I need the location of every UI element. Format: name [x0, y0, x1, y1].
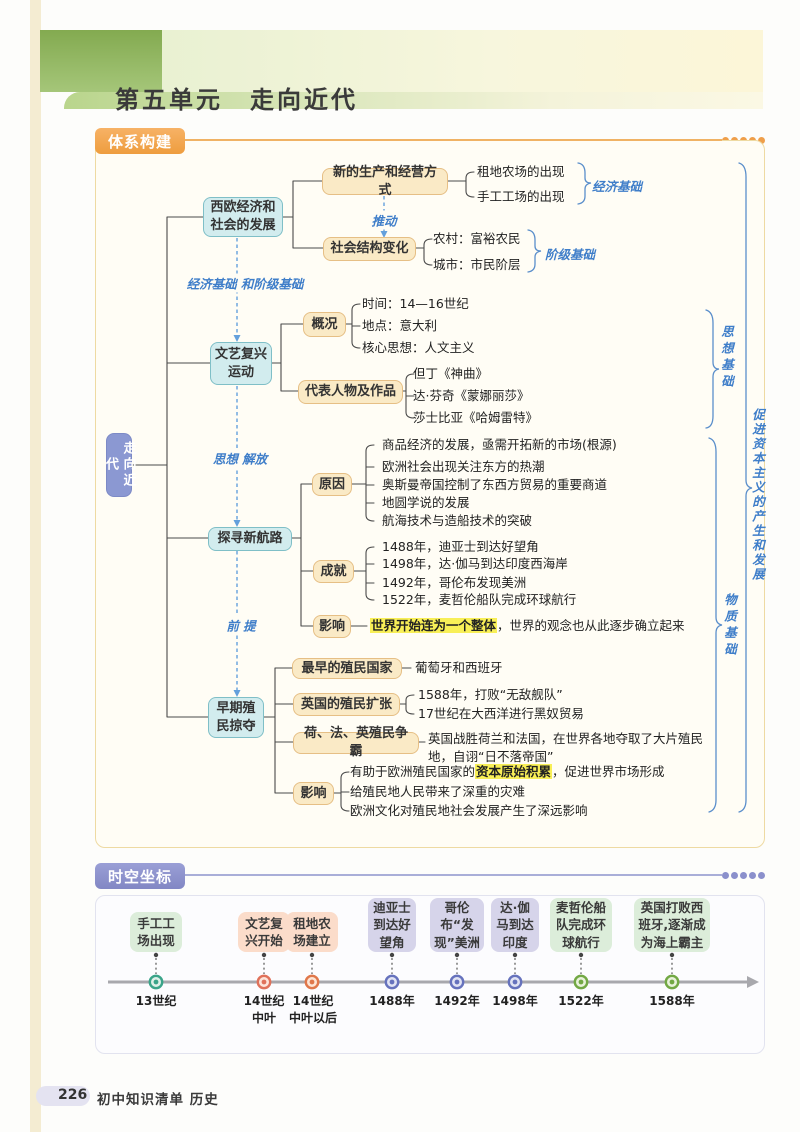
dashed-arrowheads — [233, 231, 388, 697]
node-reasons: 原因 — [312, 473, 352, 496]
timeline-section-badge: 时空坐标 — [95, 863, 186, 889]
leaf-item: 地圆学说的发展 — [382, 495, 470, 510]
timeline-date: 1488年 — [369, 994, 415, 1008]
label-promote-capitalism: 促进资本主义的产生和发展 — [750, 408, 765, 582]
leaf-item: 奥斯曼帝国控制了东西方贸易的重要商道 — [382, 477, 608, 492]
timeline-date: 14世纪 中叶以后 — [288, 994, 338, 1025]
leaf-item: 手工工场的出现 — [477, 189, 565, 204]
event-axis-dots — [148, 974, 680, 990]
timeline-header-rule — [160, 874, 722, 876]
node-achievements: 成就 — [313, 560, 354, 583]
timeline-date: 1522年 — [558, 994, 604, 1008]
timeline-event-box: 文艺复兴开始 — [238, 912, 290, 952]
leaf-item: 给殖民地人民带来了深重的灾难 — [350, 784, 526, 799]
timeline-event-box: 租地农场建立 — [286, 912, 338, 952]
event-stems — [155, 958, 673, 974]
timeline-event-box: 达·伽马到达印度 — [491, 898, 539, 952]
annotation-econ-class-basis: 经济基础 和阶级基础 — [183, 273, 307, 293]
mindmap-header-rule — [160, 139, 722, 141]
axis-arrowhead — [747, 976, 759, 988]
leaf-item: 城市：市民阶层 — [433, 257, 521, 272]
annotation-push: 推动 — [368, 210, 400, 230]
pre-text: 有助于欧洲殖民国家的 — [350, 764, 476, 779]
leaf-item: 核心思想：人文主义 — [362, 340, 475, 355]
timeline-date: 1492年 — [434, 994, 480, 1008]
timeline-event-box: 迪亚士到达好望角 — [368, 898, 416, 952]
branch-renaissance: 文艺复兴运动 — [210, 342, 272, 385]
timeline-date: 14世纪 中叶 — [243, 994, 285, 1025]
annotation-class-basis: 阶级基础 — [545, 247, 596, 262]
footer-pill — [36, 1086, 90, 1106]
dashed-arrows — [236, 196, 385, 691]
footer-page-number: 226 — [58, 1087, 88, 1103]
page-title: 第五单元 走向近代 — [115, 86, 358, 114]
node-new-production: 新的生产和经营方式 — [322, 165, 448, 198]
leaf-item: 欧洲社会出现关注东方的热潮 — [382, 459, 545, 474]
leaf-item: 地点：意大利 — [362, 318, 438, 333]
branch-colonial-plunder: 早期殖民掠夺 — [208, 697, 264, 738]
leaf-item: 1588年，打败“无敌舰队” — [418, 687, 563, 702]
leaf-item: 1492年，哥伦布发现美洲 — [382, 575, 527, 590]
leaf-item: 17世纪在大西洋进行黑奴贸易 — [418, 706, 584, 721]
root-node: 走向近代 — [103, 433, 136, 497]
blue-braces — [527, 162, 753, 813]
leaf-item: 航海技术与造船技术的突破 — [382, 513, 533, 528]
leaf-item: 英国战胜荷兰和法国，在世界各地夺取了大片殖民地，自诩“日不落帝国” — [428, 731, 704, 764]
leaf-item: 1488年，迪亚士到达好望角 — [382, 539, 539, 554]
node-colonial-rivalry: 荷、法、英殖民争霸 — [293, 726, 419, 759]
leaf-item-impact: 世界开始连为一个整体，世界的观念也从此逐步确立起来 — [370, 618, 685, 634]
branch-new-routes: 探寻新航路 — [208, 527, 292, 551]
node-social-structure: 社会结构变化 — [323, 237, 416, 261]
timeline-event-box: 麦哲伦船队完成环球航行 — [550, 898, 612, 952]
highlighted-text: 资本原始积累 — [475, 764, 553, 779]
label-thought-basis: 思想基础 — [719, 325, 734, 391]
leaf-item: 商品经济的发展，亟需开拓新的市场(根源) — [382, 437, 617, 452]
event-markers — [148, 952, 680, 990]
timeline-event-box: 哥伦布“发现”美洲 — [430, 898, 484, 952]
header-swoosh — [64, 92, 763, 109]
node-overview: 概况 — [303, 312, 346, 337]
timeline-date: 13世纪 — [135, 994, 177, 1008]
leaf-item: 但丁《神曲》 — [413, 366, 489, 381]
footer-book-title: 初中知识清单 历史 — [97, 1092, 219, 1108]
timeline-header-dots — [720, 864, 765, 883]
annotation-thought-liberation: 思想 解放 — [209, 448, 271, 468]
event-stem-dots — [153, 952, 675, 958]
leaf-item: 欧洲文化对殖民地社会发展产生了深远影响 — [350, 803, 588, 818]
node-british-expansion: 英国的殖民扩张 — [293, 693, 400, 716]
node-figures-works: 代表人物及作品 — [298, 380, 403, 404]
mindmap-section-badge: 体系构建 — [95, 128, 186, 154]
leaf-item: 1498年，达·伽马到达印度西海岸 — [382, 556, 568, 571]
branch-west-europe: 西欧经济和社会的发展 — [203, 197, 283, 237]
header-light-band — [162, 30, 763, 92]
highlighted-text: 世界开始连为一个整体 — [370, 618, 498, 633]
leaf-item: 葡萄牙和西班牙 — [415, 660, 503, 675]
leaf-item: 租地农场的出现 — [477, 164, 565, 179]
mindmap-connectors — [129, 162, 753, 813]
timeline-event-box: 手工工场出现 — [130, 912, 182, 952]
leaf-item: 莎士比亚《哈姆雷特》 — [413, 410, 539, 425]
label-material-basis: 物质基础 — [722, 593, 737, 659]
leaf-item: 1522年，麦哲伦船队完成环球航行 — [382, 592, 577, 607]
annotation-econ-basis: 经济基础 — [592, 179, 643, 194]
leaf-item: 时间：14—16世纪 — [362, 296, 469, 311]
node-earliest-colonial: 最早的殖民国家 — [292, 658, 402, 679]
post-text: ，促进世界市场形成 — [552, 764, 665, 779]
timeline-event-box: 英国打败西班牙,逐渐成为海上霸主 — [634, 898, 710, 952]
node-impact-colonial: 影响 — [293, 782, 334, 805]
node-impact-routes: 影响 — [313, 615, 351, 638]
timeline-date: 1588年 — [649, 994, 695, 1008]
leaf-item-accumulation: 有助于欧洲殖民国家的资本原始积累，促进世界市场形成 — [350, 764, 665, 780]
annotation-premise: 前 提 — [223, 615, 259, 635]
timeline-axis-layer — [108, 952, 759, 990]
header-green-block — [40, 30, 162, 92]
leaf-item: 农村：富裕农民 — [433, 231, 521, 246]
impact-rest: ，世界的观念也从此逐步确立起来 — [497, 618, 685, 633]
timeline-date: 1498年 — [492, 994, 538, 1008]
page-gutter-strip — [30, 0, 41, 1132]
leaf-item: 达·芬奇《蒙娜丽莎》 — [413, 388, 530, 403]
tree-lines — [129, 171, 475, 812]
